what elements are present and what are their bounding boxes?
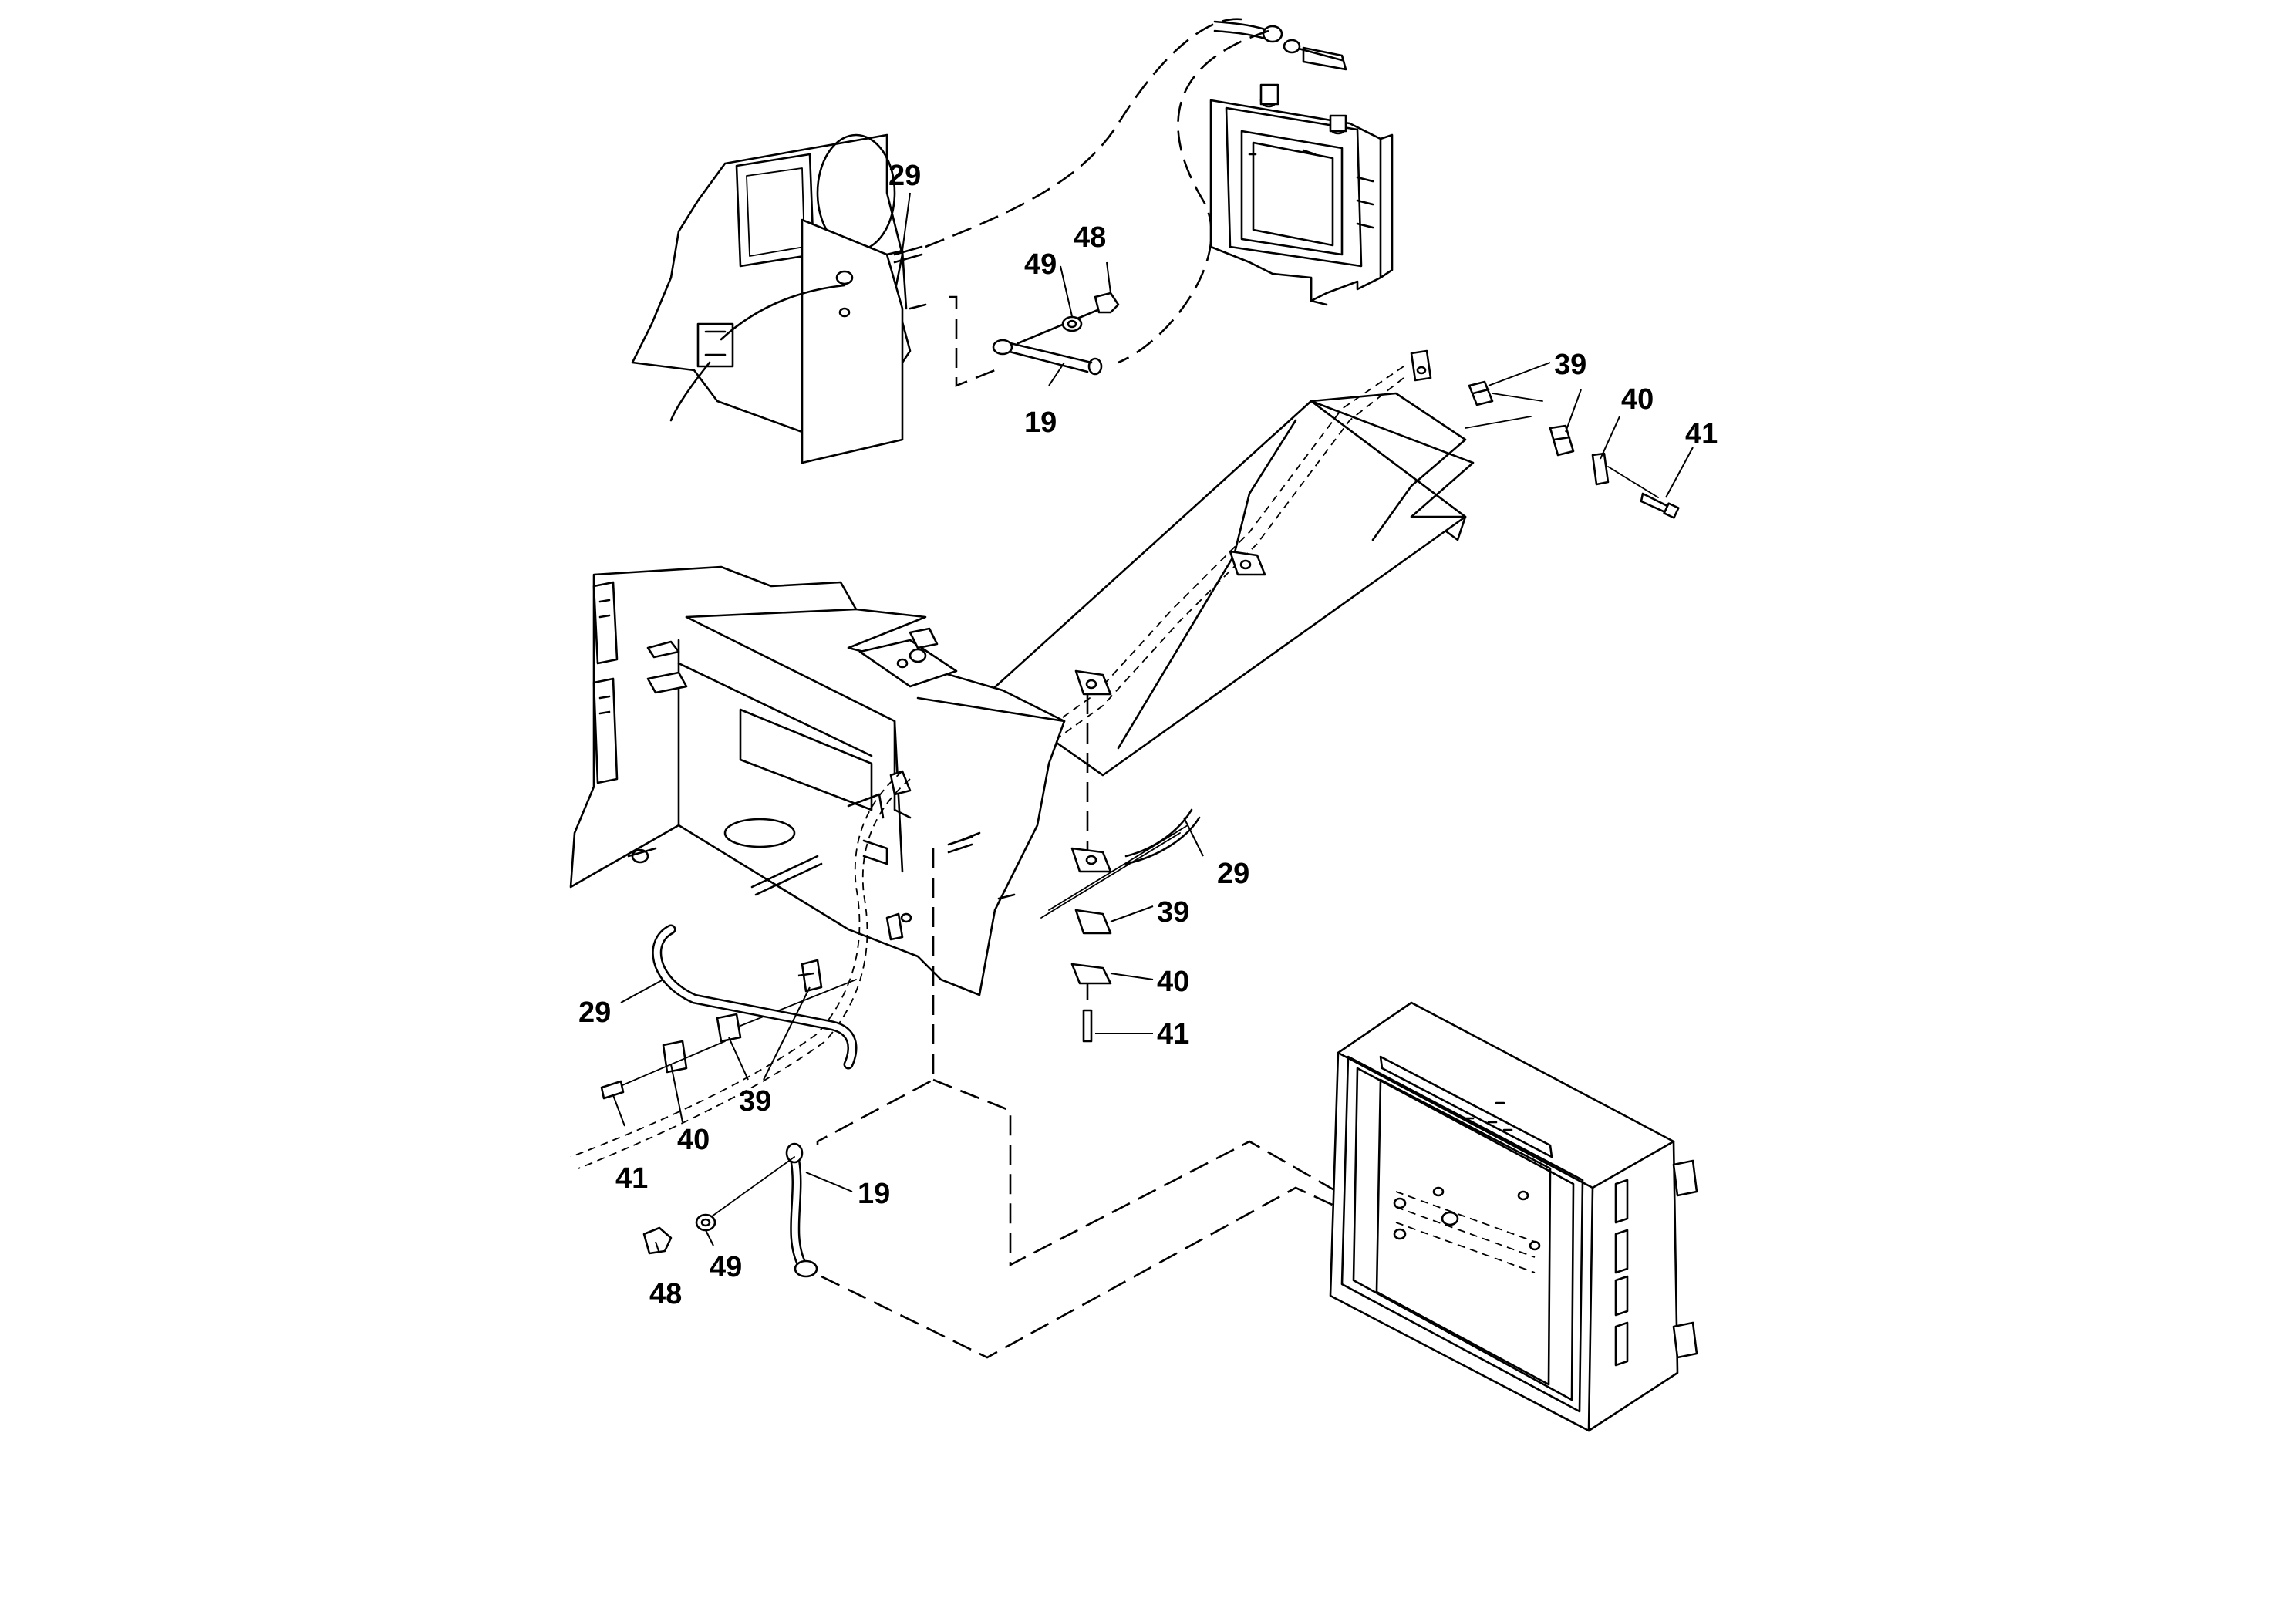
control-cabinet — [1329, 1001, 1698, 1432]
callout-40: 40 — [677, 1124, 710, 1156]
callout-40: 40 — [1621, 383, 1654, 416]
hidden-wire-main-2 — [578, 778, 911, 1169]
dashed-route-upper — [925, 18, 1242, 248]
dashed-route-module — [1118, 29, 1269, 364]
upper-right-hardware — [1410, 349, 1680, 519]
callout-49: 49 — [710, 1251, 742, 1283]
callout-40: 40 — [1157, 966, 1189, 998]
left-bracket-lower — [592, 671, 688, 784]
left-bracket-upper — [592, 581, 680, 665]
track-clip-middle — [1229, 550, 1266, 576]
upper-frame-plate — [631, 133, 927, 464]
callout-labels: 29 48 49 19 39 40 41 29 39 40 41 29 39 4… — [578, 160, 1718, 1310]
callout-41: 41 — [1157, 1018, 1189, 1050]
callout-49: 49 — [1024, 248, 1057, 281]
callout-41: 41 — [1685, 418, 1718, 450]
lower-left-hardware — [600, 959, 857, 1100]
ground-strap-lower — [642, 1142, 818, 1278]
callout-leaders — [612, 192, 1694, 1254]
callout-19: 19 — [858, 1178, 890, 1210]
ground-strap-upper — [992, 292, 1120, 376]
callout-39: 39 — [1554, 349, 1586, 381]
callout-39: 39 — [1157, 896, 1189, 929]
track-clip-lower — [1074, 669, 1112, 696]
middle-clip-stack — [1040, 824, 1188, 1043]
callout-29: 29 — [1217, 858, 1249, 890]
dashed-route-to-box-1 — [932, 1078, 1358, 1267]
callout-29: 29 — [888, 160, 921, 192]
cable-29-middle — [1124, 808, 1201, 865]
callout-48: 48 — [649, 1278, 682, 1310]
cable-29-lower — [652, 924, 858, 1070]
dashed-route-to-box-2 — [821, 1186, 1397, 1359]
main-frame-rods — [750, 835, 973, 941]
callout-29: 29 — [578, 996, 611, 1029]
callout-48: 48 — [1074, 221, 1106, 254]
rod-upper — [893, 245, 923, 264]
dashed-route-upper-2 — [949, 295, 996, 387]
upper-control-module — [1209, 83, 1394, 306]
callout-19: 19 — [1024, 406, 1057, 439]
callout-39: 39 — [739, 1085, 771, 1118]
dashed-lower-route — [816, 848, 935, 1145]
main-frame-block — [569, 565, 1066, 996]
long-channel-track — [986, 366, 1475, 777]
callout-41: 41 — [615, 1162, 648, 1195]
